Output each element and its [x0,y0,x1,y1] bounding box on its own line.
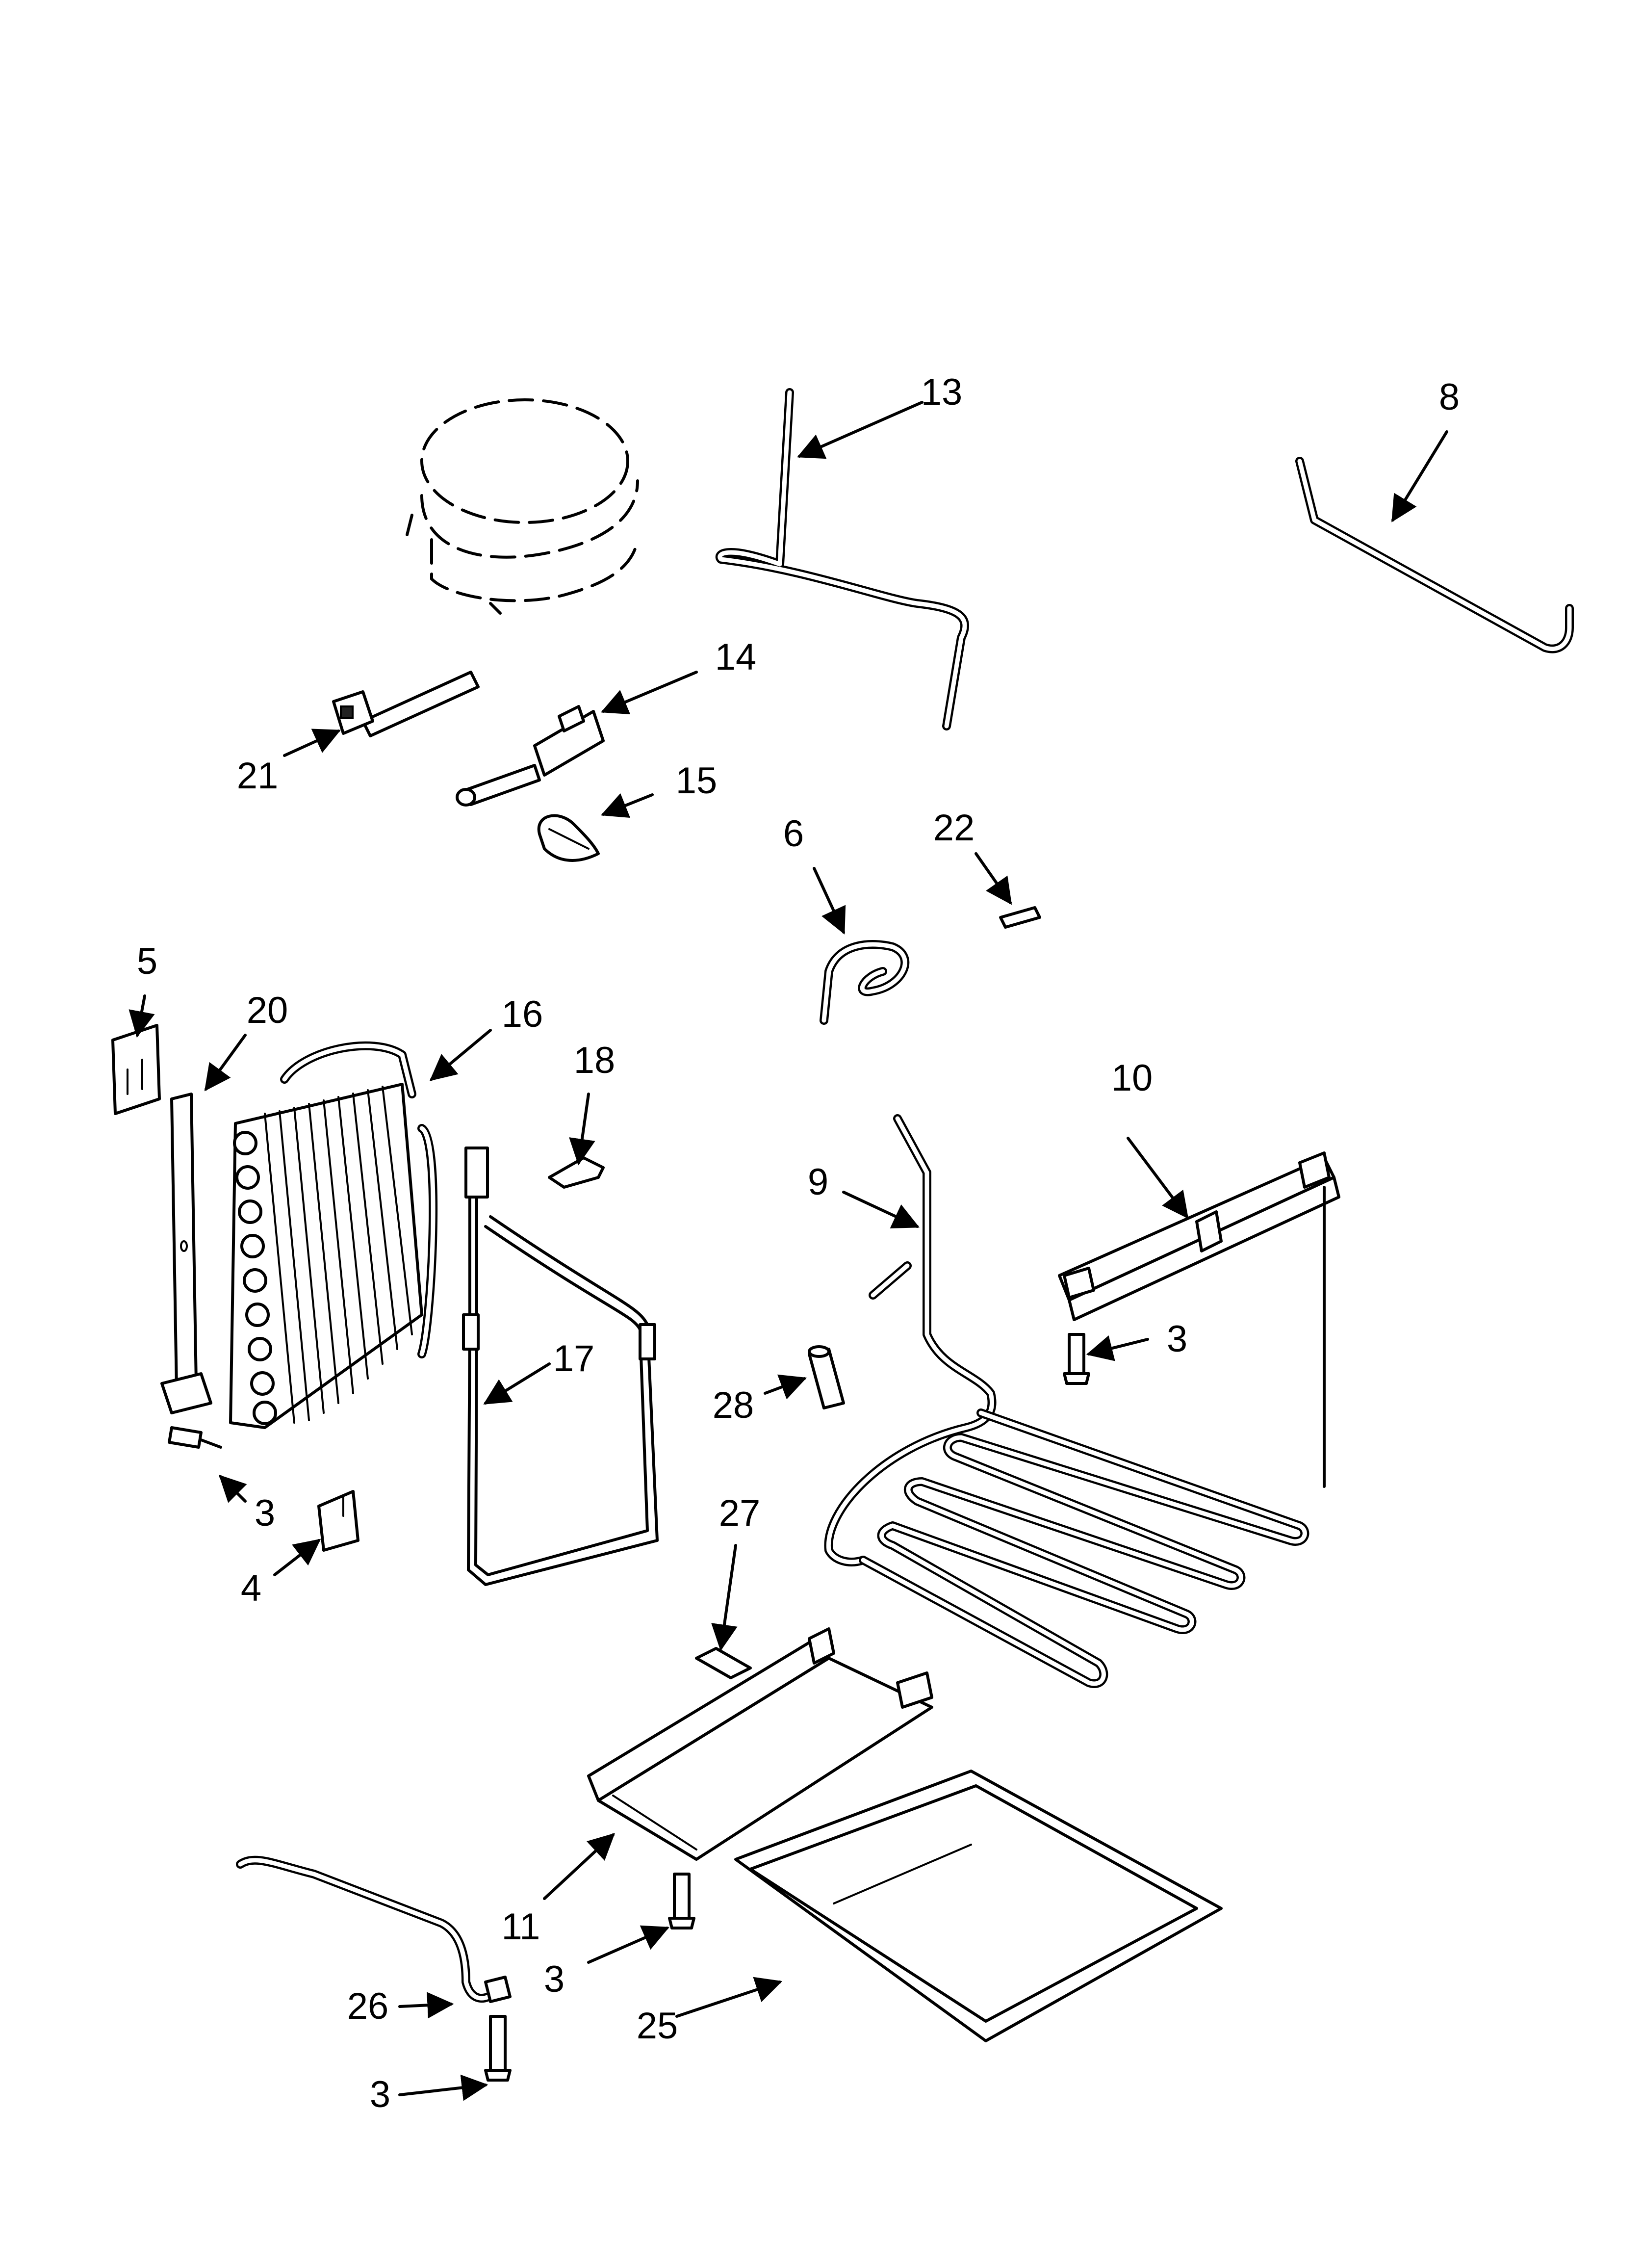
callout-10: 10 [1111,1057,1153,1099]
callout-21: 21 [236,755,279,797]
callout-20: 20 [246,990,288,1031]
part-4-bracket [317,1490,359,1552]
callout-13: 13 [921,371,963,413]
part-3-screw-b [1063,1333,1090,1385]
part-3-screw-d [484,2015,512,2082]
callout-14: 14 [715,636,757,678]
part-14-connector [456,705,605,807]
part-18-clip [548,1156,605,1189]
part-8-tube [1295,457,1574,653]
part-28-grommet [808,1345,845,1409]
callout-3c: 3 [543,1958,565,2000]
callout-25: 25 [636,2005,678,2047]
callout-17: 17 [553,1338,595,1380]
part-17-heater [462,1147,659,1586]
part-27-sleeve [695,1647,752,1679]
part-16-evaporator [229,1041,438,1429]
part-26-tube [236,1855,512,2003]
callout-18: 18 [573,1040,616,1081]
callout-28: 28 [712,1384,754,1426]
callout-22: 22 [933,807,975,849]
callout-9: 9 [807,1161,829,1203]
callout-3a: 3 [1166,1318,1188,1360]
callout-6: 6 [783,813,804,855]
callout-11: 11 [501,1906,540,1948]
part-15-clip [537,814,600,862]
part-9-heater-grid [824,1114,1309,1688]
callout-15: 15 [675,760,718,802]
callout-27: 27 [718,1492,761,1534]
callout-8: 8 [1438,376,1460,418]
part-13-tube [715,388,970,730]
compressor-outline [406,398,639,615]
part-21-cable-tie [332,671,480,737]
part-6-loop-tube [820,940,910,1025]
part-22-clip [999,906,1041,929]
part-3-screw-c [668,1873,695,1929]
callout-26: 26 [347,1985,389,2027]
part-25-drain-pan [734,1770,1223,2042]
part-20-strip [160,1093,212,1414]
callout-5: 5 [136,940,158,982]
callout-4: 4 [240,1567,262,1609]
part-11-bracket [587,1627,933,1861]
leader-arrows [128,401,1448,2101]
part-5-plate [111,1024,161,1115]
callout-3d: 3 [369,2074,391,2115]
callout-16: 16 [501,993,543,1035]
part-3-screw-a [168,1426,222,1449]
callout-3b: 3 [254,1492,276,1534]
part-10-bracket [1058,1151,1340,1488]
